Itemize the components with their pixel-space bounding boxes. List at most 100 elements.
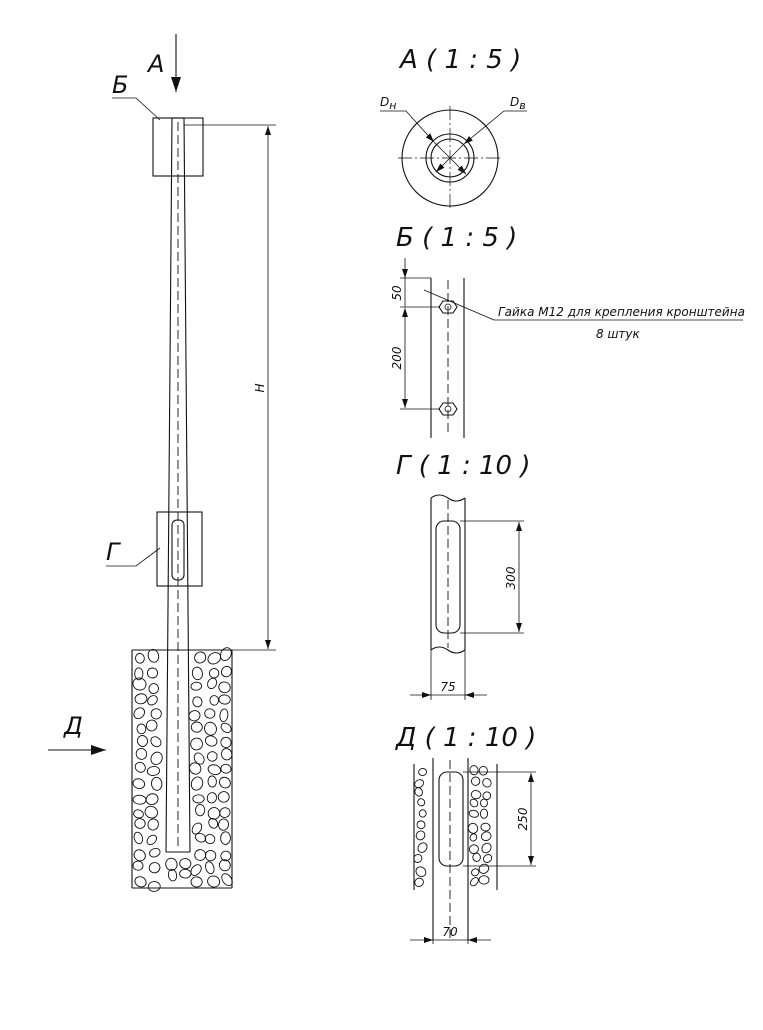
svg-text:Dв: Dв (510, 95, 526, 112)
rubble-stone (194, 651, 207, 664)
rubble-stone (134, 818, 146, 829)
rubble-stone (207, 764, 222, 776)
rubble-stone (482, 778, 492, 788)
rubble-stone (219, 647, 232, 661)
callout-b-label: Б (112, 71, 128, 99)
section-a: А ( 1 : 5 ) Dн Dв (380, 45, 527, 210)
section-a-dv-main: D (510, 95, 519, 109)
rubble-stone (195, 803, 206, 817)
detail-d-dim-70: 70 (442, 925, 458, 939)
rubble-stone (417, 798, 426, 807)
callout-a-label: А (146, 50, 164, 78)
detail-box-g (156, 511, 203, 587)
section-a-dn-main: D (380, 95, 389, 109)
detail-d: Д ( 1 : 10 ) 250 70 (395, 723, 536, 944)
rubble-stone (218, 694, 231, 705)
rubble-stone (479, 808, 489, 819)
rubble-stone (415, 866, 427, 878)
rubble-stone (146, 834, 158, 846)
rubble-stone (481, 842, 492, 854)
rubble-stone (207, 807, 221, 820)
rubble-stone (204, 708, 216, 719)
rubble-stone (472, 852, 481, 862)
rubble-stone (150, 751, 163, 766)
rubble-stone (415, 830, 426, 841)
rubble-stone (134, 761, 146, 773)
main-pole-view: Н А Б Г Д (48, 34, 276, 892)
rubble-stone (147, 818, 159, 831)
rubble-stone (192, 696, 203, 708)
rubble-stone (209, 695, 219, 706)
rubble-stone (483, 854, 493, 863)
rubble-stone (145, 793, 159, 806)
pole-left-edge (165, 117, 173, 853)
rubble-stone (135, 748, 148, 760)
rubble-stone (132, 778, 146, 790)
rubble-stone (204, 735, 218, 747)
rubble-stone (220, 763, 232, 774)
rubble-stone (418, 768, 428, 776)
rubble-stone (148, 862, 161, 874)
detail-g-dim-75: 75 (440, 680, 455, 694)
rubble-stone (132, 677, 147, 691)
rubble-stone (220, 831, 231, 845)
pole-right-edge (183, 117, 191, 853)
rubble-stone (134, 667, 144, 681)
detail-box-b (152, 117, 204, 177)
rubble-stone (144, 805, 159, 819)
rubble-stone (134, 876, 147, 888)
slot-g (171, 519, 185, 581)
rubble-stone (218, 776, 231, 789)
rubble-stone (190, 864, 202, 876)
rubble-stone (190, 737, 203, 751)
rubble-stone (190, 721, 203, 733)
rubble-stone (417, 842, 428, 853)
rubble-stone (470, 776, 481, 786)
rubble-stone (414, 787, 423, 797)
rubble-stone (218, 681, 231, 694)
rubble-stone (414, 779, 425, 789)
rubble-stone (147, 881, 161, 892)
rubble-stone (165, 857, 178, 871)
rubble-stone (480, 798, 488, 808)
rubble-stone (192, 794, 205, 804)
rubble-stone (220, 736, 232, 749)
detail-b: Б ( 1 : 5 ) 50 200 Гайка М12 для креплен… (390, 223, 745, 438)
rubble-stone (189, 762, 202, 775)
rubble-stone (133, 831, 144, 845)
rubble-stone (219, 708, 229, 723)
detail-d-rubble (413, 765, 493, 887)
rubble-stone (471, 868, 480, 877)
rubble-stone (147, 695, 158, 706)
height-dimension: Н (184, 124, 276, 651)
detail-d-slot (438, 771, 464, 867)
callout-d-label: Д (63, 712, 83, 740)
rubble-stone (190, 876, 203, 888)
rubble-stone (133, 707, 145, 720)
rubble-stone (219, 807, 231, 818)
rubble-stone (218, 859, 231, 872)
detail-g-dim-300: 300 (504, 566, 518, 589)
rubble-stone (207, 751, 218, 762)
rubble-stone (193, 752, 205, 765)
rubble-stone (191, 822, 203, 835)
detail-b-dim-50: 50 (390, 285, 404, 301)
rubble-stone (133, 849, 146, 862)
rubble-stone (133, 809, 144, 819)
rubble-stone (207, 775, 217, 788)
view-arrow-d: Д (48, 712, 106, 755)
section-a-dv-sub: в (519, 99, 525, 112)
rubble-stone (208, 817, 219, 829)
rubble-stone (482, 791, 492, 800)
rubble-stone (221, 873, 233, 887)
rubble-stone (146, 667, 159, 679)
rubble-stone (135, 652, 145, 664)
rubble-stone (204, 721, 217, 736)
rubble-stone (468, 809, 479, 818)
callout-b: Б (112, 71, 161, 121)
detail-b-dim-200: 200 (390, 346, 404, 369)
section-a-dn-sub: н (389, 99, 396, 112)
rubble-stone (208, 668, 220, 679)
detail-g-slot (435, 520, 461, 634)
